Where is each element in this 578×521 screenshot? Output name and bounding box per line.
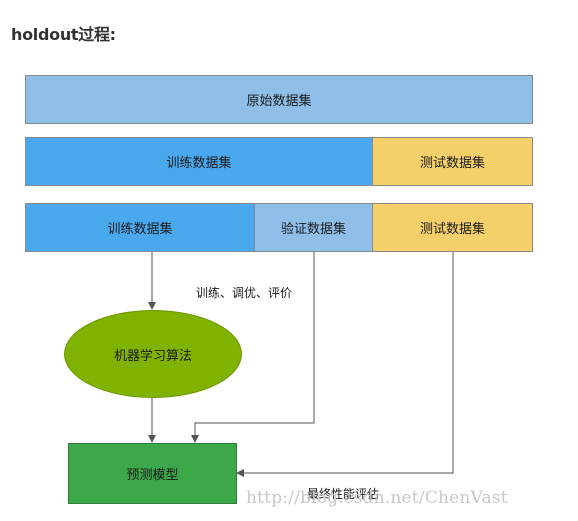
validation-dataset-label: 验证数据集	[280, 222, 346, 237]
final-eval-label: 最终性能评估	[307, 487, 380, 501]
training-dataset-box-row3: 训练数据集	[25, 203, 255, 252]
original-dataset-box: 原始数据集	[25, 75, 533, 124]
ml-algorithm-label: 机器学习算法	[113, 348, 192, 364]
validation-to-model-arrow	[191, 252, 315, 443]
ml-algorithm-ellipse: 机器学习算法	[64, 310, 242, 398]
test-to-model-arrow	[236, 252, 454, 477]
training-dataset-label: 训练数据集	[107, 222, 173, 237]
watermark-text: http://blog.csdn.net/ChenVast	[246, 488, 508, 508]
test-dataset-label: 测试数据集	[419, 156, 485, 171]
prediction-model-box: 预测模型	[68, 443, 237, 504]
prediction-model-label: 预测模型	[126, 468, 179, 483]
training-dataset-label: 训练数据集	[166, 156, 232, 171]
original-dataset-label: 原始数据集	[246, 94, 312, 109]
validation-dataset-box: 验证数据集	[254, 203, 373, 252]
test-dataset-box-row2: 测试数据集	[372, 137, 533, 186]
page-title: holdout过程:	[11, 25, 116, 44]
test-dataset-label: 测试数据集	[419, 222, 485, 237]
test-dataset-box-row3: 测试数据集	[372, 203, 533, 252]
tune-eval-label: 训练、调优、评价	[196, 286, 293, 300]
